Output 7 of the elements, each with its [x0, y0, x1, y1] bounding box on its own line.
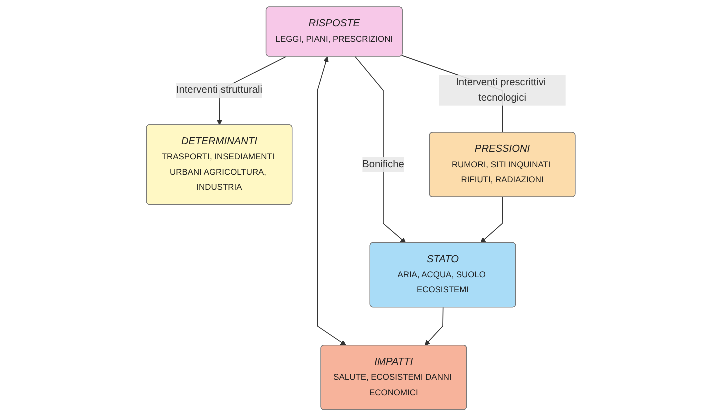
arrow: [354, 56, 406, 244]
arrow: [480, 197, 504, 244]
edge-label: Bonifiche: [362, 159, 404, 170]
edge-label: Interventi prescrittivi tecnologici: [456, 77, 546, 104]
arrow: [317, 56, 346, 346]
arrow: [424, 307, 444, 346]
edge-label: Interventi strutturali: [176, 84, 263, 96]
